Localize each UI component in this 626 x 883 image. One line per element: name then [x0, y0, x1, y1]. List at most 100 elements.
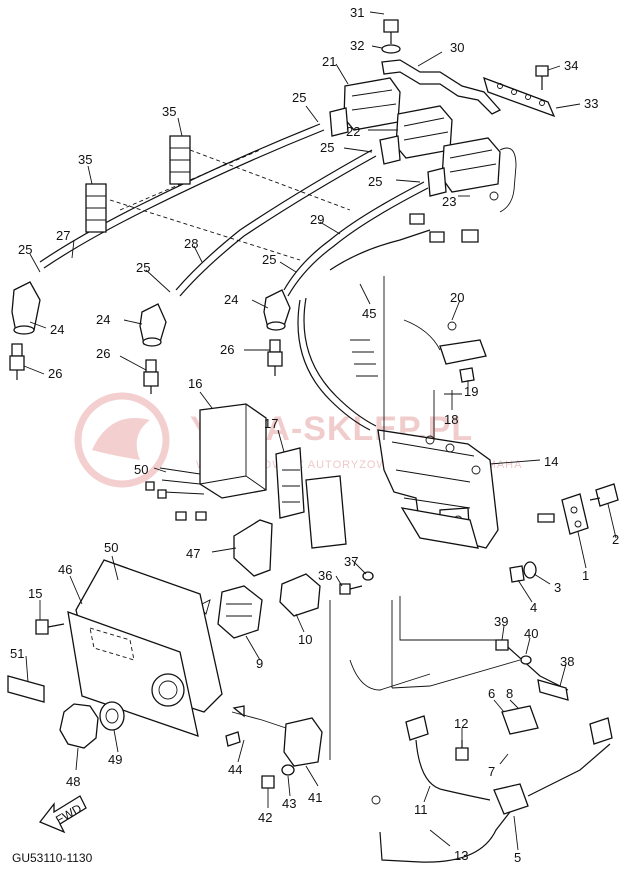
callout-42: 42 — [258, 810, 272, 825]
callout-50-a: 50 — [134, 462, 148, 477]
callout-24-c: 24 — [224, 292, 238, 307]
ht-lead-27 — [39, 123, 325, 269]
callout-22: 22 — [346, 124, 360, 139]
lead-13 — [371, 795, 511, 863]
callout-8: 8 — [506, 686, 513, 701]
callout-16: 16 — [188, 376, 202, 391]
nut-4-washer-3 — [509, 561, 537, 583]
bracket-47 — [233, 519, 273, 577]
callout-43: 43 — [282, 796, 296, 811]
callout-21: 21 — [322, 54, 336, 69]
sensor-44 — [225, 705, 293, 747]
cdi-bracket-17 — [275, 447, 347, 549]
cover-46-and-gasket-50 — [67, 559, 223, 737]
electrical-base-14 — [377, 429, 499, 549]
ignition-coil-22 — [379, 105, 453, 165]
spark-plug-26-mid — [143, 359, 159, 394]
callout-47: 47 — [186, 546, 200, 561]
callout-25-e: 25 — [136, 260, 150, 275]
callout-5: 5 — [514, 850, 521, 865]
callout-25-d: 25 — [18, 242, 32, 257]
callout-10: 10 — [298, 632, 312, 647]
callout-15: 15 — [28, 586, 42, 601]
callout-labels: 31 32 30 34 33 21 25 22 35 25 25 23 35 2… — [10, 5, 619, 865]
callout-28: 28 — [184, 236, 198, 251]
diagram-code: GU53110-1130 — [12, 851, 93, 865]
callout-41: 41 — [308, 790, 322, 805]
sensor-5 — [493, 717, 613, 815]
callout-27: 27 — [56, 228, 70, 243]
callout-17: 17 — [264, 416, 278, 431]
fwd-arrow: FWD — [38, 795, 87, 834]
bolt-15 — [35, 619, 65, 635]
plug-cap-24-left — [11, 281, 41, 335]
callout-1: 1 — [582, 568, 589, 583]
cdi-unit-16 — [145, 403, 267, 521]
lead-11 — [405, 715, 491, 801]
spark-plug-26-right — [267, 339, 283, 376]
callout-46: 46 — [58, 562, 72, 577]
callout-25-a: 25 — [292, 90, 306, 105]
callout-51: 51 — [10, 646, 24, 661]
switch-10 — [279, 573, 321, 617]
callout-49: 49 — [108, 752, 122, 767]
callout-37: 37 — [344, 554, 358, 569]
callout-25-f: 25 — [262, 252, 276, 267]
callout-45: 45 — [362, 306, 376, 321]
washer-37 — [362, 571, 374, 581]
callout-48: 48 — [66, 774, 80, 789]
watermark-logo-mark — [92, 418, 150, 460]
relay-1 — [537, 493, 589, 535]
callout-26-c: 26 — [220, 342, 234, 357]
callout-23: 23 — [442, 194, 456, 209]
plug-cap-24-mid — [139, 303, 167, 347]
ht-lead-29 — [283, 181, 429, 297]
plug-cap-24-right — [263, 289, 291, 331]
callout-29: 29 — [310, 212, 324, 227]
bracket-41 — [283, 717, 323, 767]
callout-31: 31 — [350, 5, 364, 20]
clip-6-8 — [501, 705, 539, 735]
lead-holder-35-lower — [85, 183, 107, 233]
callout-9: 9 — [256, 656, 263, 671]
callout-25-b: 25 — [320, 140, 334, 155]
ignition-coil-21 — [329, 77, 401, 137]
switch-9 — [197, 585, 263, 639]
callout-40: 40 — [524, 626, 538, 641]
wire-harness-45 — [297, 213, 479, 431]
ignition-coil-23 — [427, 137, 517, 213]
callout-24-a: 24 — [50, 322, 64, 337]
rectifier-assembly — [403, 319, 487, 383]
callout-20: 20 — [450, 290, 464, 305]
callout-26-a: 26 — [48, 366, 62, 381]
callout-24-b: 24 — [96, 312, 110, 327]
coil-bracket — [381, 19, 502, 115]
callout-36: 36 — [318, 568, 332, 583]
callout-6: 6 — [488, 686, 495, 701]
callout-25-c: 25 — [368, 174, 382, 189]
callout-3: 3 — [554, 580, 561, 595]
callout-14: 14 — [544, 454, 558, 469]
callout-2: 2 — [612, 532, 619, 547]
watermark-logo — [74, 392, 170, 488]
lead-holder-35-upper — [169, 135, 191, 185]
bolt-2 — [589, 483, 619, 507]
callout-39: 39 — [494, 614, 508, 629]
cap-48 — [59, 703, 99, 749]
callout-7: 7 — [488, 764, 495, 779]
seal-49 — [99, 701, 125, 731]
label-51 — [7, 675, 45, 703]
callout-50-b: 50 — [104, 540, 118, 555]
callout-4: 4 — [530, 600, 537, 615]
lead-38 — [495, 639, 569, 701]
bolt-36 — [339, 583, 363, 595]
callout-38: 38 — [560, 654, 574, 669]
callout-32: 32 — [350, 38, 364, 53]
callout-30: 30 — [450, 40, 464, 55]
plate-33 — [483, 65, 556, 118]
callout-18: 18 — [444, 412, 458, 427]
callout-26-b: 26 — [96, 346, 110, 361]
callout-33: 33 — [584, 96, 598, 111]
